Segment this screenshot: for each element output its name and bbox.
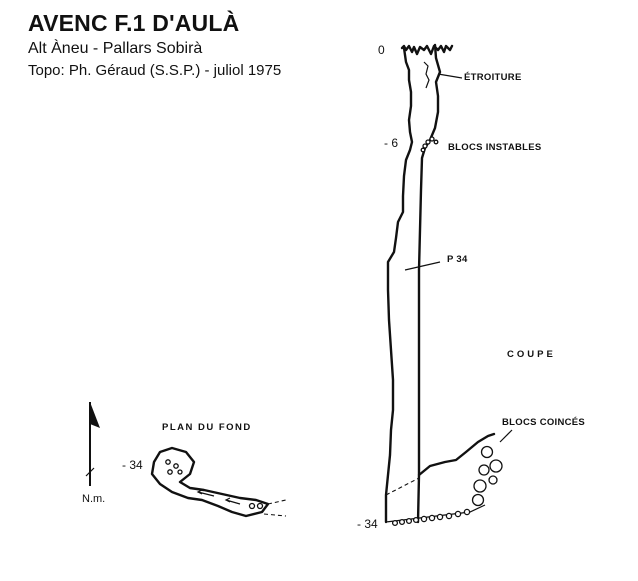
floor-blocks [391,508,471,527]
north-arrow: N.m. [82,402,105,505]
plan-outline [150,446,270,518]
plan-blocks [165,459,264,510]
shaft-right-wall [416,43,442,524]
depth-zero: 0 [378,43,385,57]
survey-title: AVENC F.1 D'AULÀ [28,10,240,36]
depth-minus-34: - 34 [357,517,378,531]
label-pitch: P 34 [447,254,468,265]
chamber-dashed-outline [385,477,420,496]
narrowing-mark [423,61,430,89]
north-label: N.m. [82,493,105,505]
plan-view: PLAN DU FOND - 34 [122,422,287,518]
section-caption: COUPE [507,349,556,360]
label-blocs-instables: BLOCS INSTABLES [448,142,542,153]
section-view: 0 - 6 - 34 ÉTROITURE BLOCS INSTABLES P 3… [357,43,585,531]
plan-depth: - 34 [122,458,143,472]
wedged-blocks-leader [499,429,513,443]
wedged-blocks [471,445,503,507]
north-arrow-head [90,402,100,428]
bottom-chamber-wall [417,432,496,477]
label-etroiture: ÉTROITURE [464,72,522,83]
depth-minus-6: - 6 [384,136,398,150]
unstable-blocks [420,136,439,153]
plan-caption: PLAN DU FOND [162,422,252,433]
entrance-edge [400,44,454,56]
shaft-left-wall [384,46,414,524]
survey-location: Alt Àneu - Pallars Sobirà [28,40,203,57]
plan-slope-arrows [196,489,241,505]
survey-credit: Topo: Ph. Géraud (S.S.P.) - juliol 1975 [28,62,282,79]
label-blocs-coinces: BLOCS COINCÉS [502,417,585,428]
narrowing-leader [437,73,463,79]
plan-dashed-continuation [263,499,287,517]
pitch-leader [404,261,441,271]
